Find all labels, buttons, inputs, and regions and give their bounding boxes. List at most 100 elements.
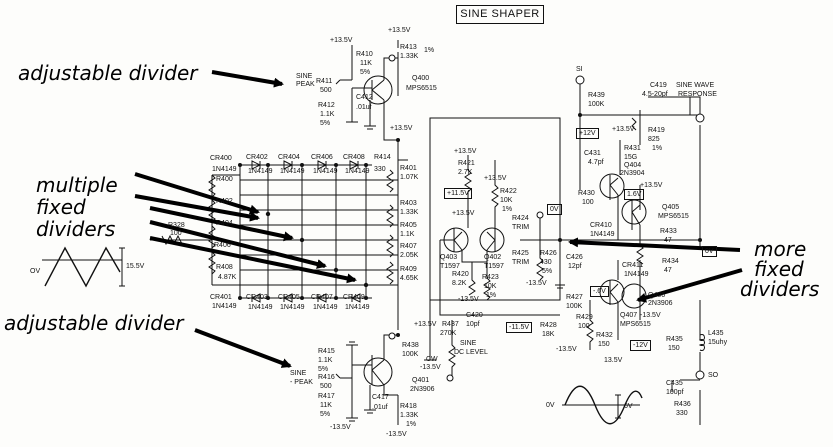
label-cr406: CR406 <box>311 154 333 161</box>
label-r433: R433 <box>660 228 677 235</box>
label-r422: R422 <box>500 188 517 195</box>
label-sine-wave: SINE WAVE <box>676 82 715 89</box>
annotation-adjustable-top: adjustable divider <box>18 61 198 85</box>
label-r426: R426 <box>540 250 557 257</box>
label-q407: Q407 <box>620 312 638 319</box>
label-c426-val: 12pf <box>568 263 582 270</box>
label-r419-val: 825 <box>648 136 660 143</box>
label-r416: R416 <box>318 374 335 381</box>
label-15v5: 15.5V <box>126 263 145 270</box>
label-c419: C419 <box>650 82 667 89</box>
label-c417: C417 <box>372 394 389 401</box>
annotation-more-fixed: fixed <box>754 257 804 281</box>
label-q404: Q404 <box>624 162 642 169</box>
label-plus135-q405: +13.5V <box>640 182 663 189</box>
label-q404-type: 2N3904 <box>620 170 645 177</box>
label-cr405-type: 1N4149 <box>280 304 305 311</box>
label-r412-val: 1.1K <box>320 111 335 118</box>
label-plus135-r431: +13.5V <box>612 126 635 133</box>
label-q403-type: T1597 <box>440 263 460 270</box>
label-ov-bottom: 0V <box>546 402 555 409</box>
label-minus135-r418: -13.5V <box>386 431 407 438</box>
label-r403-val: 1.33K <box>400 209 419 216</box>
label-c412: C412 <box>356 94 373 101</box>
label-q402: Q402 <box>484 254 502 261</box>
label-cr408-type: 1N4149 <box>345 168 370 175</box>
label-r439-val: 100K <box>588 101 605 108</box>
label-c435: C435 <box>666 380 683 387</box>
label-r405-val: 1.1K <box>400 231 415 238</box>
label-r428: R428 <box>540 322 557 329</box>
label-cr401-type: 1N4149 <box>212 303 237 310</box>
junction-dots <box>238 113 702 337</box>
label-r430-val: 100 <box>582 199 594 206</box>
label-r428-val: 18K <box>542 331 555 338</box>
label-cr405: CR405 <box>278 294 300 301</box>
label-cr410: CR410 <box>590 222 612 229</box>
label-6v: 6V <box>624 403 633 410</box>
label-q406: Q406 <box>648 292 666 299</box>
label-r431: R431 <box>624 145 641 152</box>
label-cr400-type: 1N4149 <box>212 166 237 173</box>
label-sine-peak-top: SINE <box>296 73 313 80</box>
label-cr411-type: 1N4149 <box>624 271 649 278</box>
label-r406: R406 <box>214 242 231 249</box>
label-minus135-r426: -13.5V <box>526 280 547 287</box>
annotation-fixed: fixed <box>36 195 86 219</box>
annotation-more: more <box>754 237 807 261</box>
label-r411: R411 <box>316 78 333 85</box>
label-cr403-type: 1N4149 <box>248 304 273 311</box>
label-cr409-type: 1N4149 <box>345 304 370 311</box>
label-c426: C426 <box>566 254 583 261</box>
label-cr403: CR403 <box>246 294 268 301</box>
label-minus135-r420: -13.5V <box>458 296 479 303</box>
label-r415-val: 1.1K <box>318 357 333 364</box>
label-sine-dc: SINE <box>460 340 477 347</box>
annotation-multiple: multiple <box>36 173 118 197</box>
label-r413-tol: 1% <box>424 47 435 54</box>
label-r419-tol: 1% <box>652 145 663 152</box>
label-r435: R435 <box>666 336 683 343</box>
label-r415: R415 <box>318 348 335 355</box>
label-r438: R438 <box>402 342 419 349</box>
label-r417-val: 11K <box>320 402 332 409</box>
label-cr407: CR407 <box>311 294 333 301</box>
label-sine-wave2: RESPONSE <box>678 91 717 98</box>
label-q400: Q400 <box>412 75 430 82</box>
label-r423-tol: 1% <box>486 292 497 299</box>
label-r328-val: 100 <box>170 230 182 237</box>
label-r439: R439 <box>588 92 605 99</box>
label-1v6: 1.6V <box>624 189 645 200</box>
label-r434: R434 <box>662 258 679 265</box>
label-sine-peak-bot: SINE <box>290 370 307 377</box>
label-plus115: +11.5V <box>444 188 472 199</box>
waveforms <box>42 246 643 425</box>
label-r427: R427 <box>566 294 583 301</box>
label-cr402: CR402 <box>246 154 268 161</box>
label-plus135-r422: +13.5V <box>484 175 507 182</box>
label-r410-val: 11K <box>360 60 372 67</box>
label-r414-val: 330 <box>374 166 386 173</box>
label-cr408: CR408 <box>343 154 365 161</box>
label-cr409: CR409 <box>343 294 365 301</box>
label-minus12: -12V <box>630 340 651 351</box>
label-cr406-type: 1N4149 <box>313 168 338 175</box>
label-r411-val: 500 <box>320 87 332 94</box>
label-cr401: CR401 <box>210 294 232 301</box>
label-r425: R425 <box>512 250 529 257</box>
label-r422-val: 10K <box>500 197 513 204</box>
label-r429-val: 100 <box>578 323 590 330</box>
label-r437: R437 <box>442 321 459 328</box>
label-r420: R420 <box>452 271 469 278</box>
label-r410-tol: 5% <box>360 69 371 76</box>
label-l435-val: 15uhy <box>708 339 728 346</box>
label-minus135-r438: -13.5V <box>420 364 441 371</box>
label-r437-val: 270K <box>440 330 457 337</box>
label-sine-peak-top2: PEAK <box>296 81 315 88</box>
label-r435-val: 150 <box>668 345 680 352</box>
label-r430: R430 <box>578 190 595 197</box>
diagram-title: SINE SHAPER <box>456 5 544 24</box>
label-c435-val: 100pf <box>666 389 684 396</box>
test-points <box>388 54 705 382</box>
